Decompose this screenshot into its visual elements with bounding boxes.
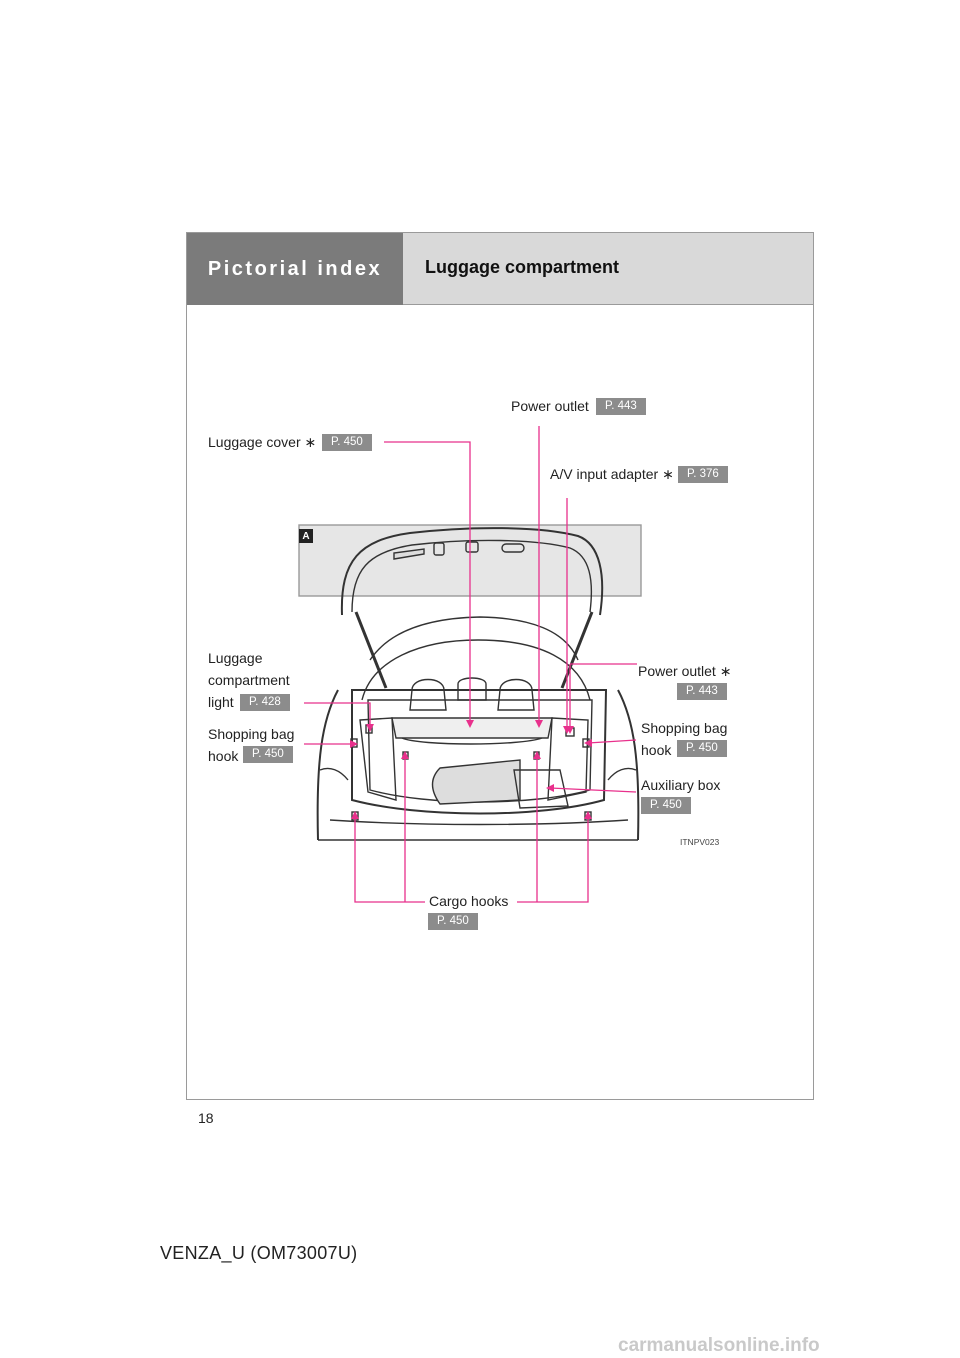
liftgate-light [433,542,445,556]
body-left [316,689,339,841]
cargo-hooks-ref[interactable]: P. 450 [428,913,478,930]
power-outlet-top-label: Power outlet [511,398,589,414]
leader-lines [304,426,637,903]
trim-right [547,717,589,801]
shopping-bag-left-ref[interactable]: P. 450 [243,746,293,763]
shopping-bag-right-label-1: Shopping bag [641,720,728,736]
left-strut [354,611,388,689]
leader-arrowheads [350,720,592,819]
bumper-line [329,819,629,826]
luggage-light-ref[interactable]: P. 428 [240,694,290,711]
auxiliary-box-label: Auxiliary box [641,777,721,793]
luggage-cover-ref[interactable]: P. 450 [322,434,372,451]
rear-window-arch [369,616,579,661]
body-right [617,689,640,841]
watermark: carmanualsonline.info [618,1335,820,1356]
seat-left [409,678,447,711]
section-title: Pictorial index [207,257,383,280]
leader-luggage-cover [384,441,471,724]
page-frame: Pictorial index Luggage compartment [186,232,814,1100]
leader-aux-box [549,787,637,793]
right-lamp [607,767,637,781]
shopping-bag-left-label-2: hook [208,748,239,764]
page-title: Luggage compartment [425,257,620,277]
liftgate-switch [465,541,479,553]
page-number: 18 [198,1110,214,1126]
shopping-bag-right-ref[interactable]: P. 450 [677,740,727,757]
cargo-hooks-label: Cargo hooks [429,893,509,909]
shopping-bag-right-label-2: hook [641,742,672,758]
seat-right [497,678,535,711]
leader-cargo-4 [517,815,589,903]
luggage-light-label-2: compartment [208,672,290,688]
liftgate-grip [501,543,525,553]
liftgate-inner [351,539,593,613]
section-tab: Pictorial index [187,233,403,305]
liftgate-handle [393,548,425,560]
cargo-opening [351,689,608,815]
leader-shopping-right [587,739,637,744]
title-bar: Luggage compartment [403,233,813,305]
seat-center [457,677,487,701]
leader-cargo-1 [354,815,425,903]
trim-left [359,717,397,801]
auxiliary-box-ref[interactable]: P. 450 [641,797,691,814]
liftgate-outer [340,527,604,616]
power-outlet-side-ref[interactable]: P. 443 [677,683,727,700]
luggage-cover-edge [401,737,543,745]
aux-cover [431,759,521,805]
luggage-light-label-3: light [208,694,234,710]
leader-luggage-light [304,702,371,728]
figure-code: ITNPV023 [680,837,720,847]
shopping-bag-left-label-1: Shopping bag [208,726,295,742]
power-outlet-top-ref[interactable]: P. 443 [596,398,646,415]
aux-box [513,769,569,809]
luggage-cover-label: Luggage cover ∗ [208,434,317,450]
luggage-light-label-1: Luggage [208,650,263,666]
luggage-cover [391,717,553,739]
document-footer: VENZA_U (OM73007U) [160,1243,358,1263]
roof-line [361,639,591,701]
left-lamp [319,767,349,781]
av-input-label: A/V input adapter ∗ [550,466,674,482]
av-input-ref[interactable]: P. 376 [678,466,728,483]
power-outlet-side-label: Power outlet ∗ [638,663,732,679]
inset-label-badge: A [299,529,313,543]
